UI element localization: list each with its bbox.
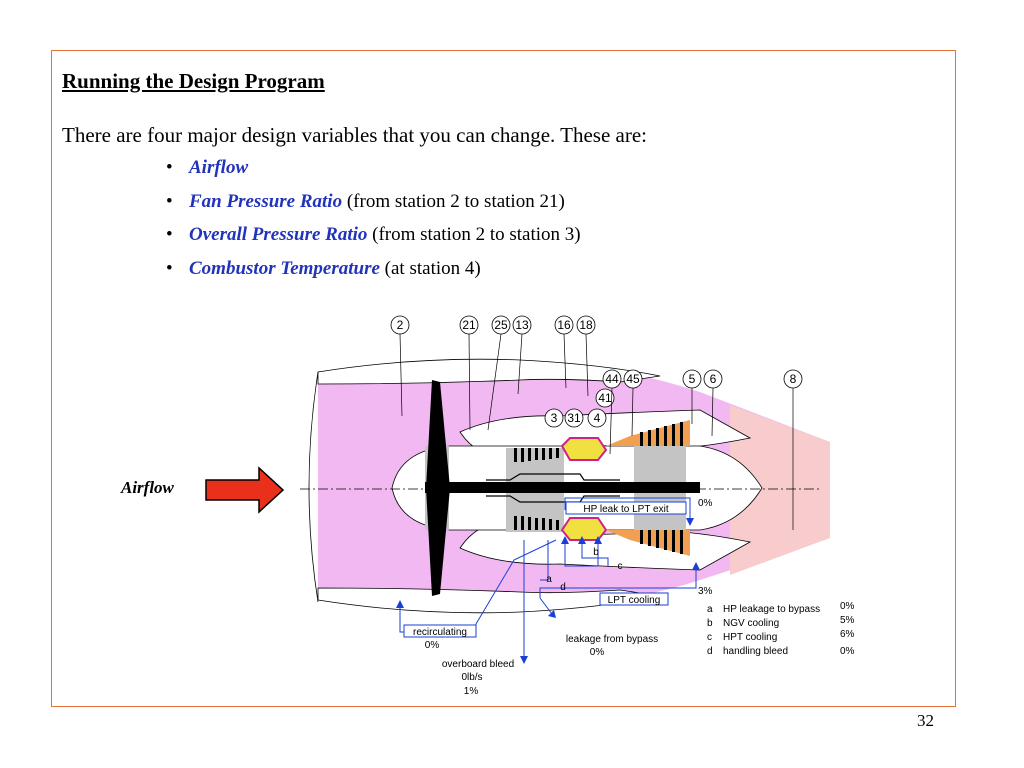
recirculating-label: recirculating [413, 627, 467, 638]
airflow-arrow-icon [205, 466, 285, 514]
legend-value: 0% [840, 646, 855, 657]
overboard-label: overboard bleed [442, 659, 514, 670]
bullet-dot: • [166, 157, 173, 178]
legend-value: 0% [840, 601, 855, 612]
inner-shaft-top [486, 473, 620, 481]
legend-label: HP leakage to bypass [723, 604, 820, 615]
slide-frame [51, 50, 956, 707]
station-label: 21 [462, 318, 476, 332]
variable-note: (from station 2 to station 21) [342, 190, 565, 212]
exhaust-plume [730, 405, 830, 575]
list-item: • Fan Pressure Ratio (from station 2 to s… [166, 191, 581, 225]
annotation-lines [399, 497, 697, 660]
hp-leak-label: HP leak to LPT exit [583, 504, 668, 515]
station-label: 3 [551, 411, 558, 425]
bypass-leak-label: leakage from bypass [566, 634, 658, 645]
legend-label: handling bleed [723, 646, 788, 657]
station-leaders [399, 333, 794, 530]
nacelle-inlet-lip [308, 371, 319, 603]
point-b-label: b [593, 547, 599, 558]
lpt-blades-top [640, 422, 683, 446]
variable-term: Combustor Temperature [189, 257, 380, 279]
bleed-legend: a HP leakage to bypass 0% b NGV cooling … [707, 601, 855, 657]
lpt-blades-bottom [640, 530, 683, 554]
inner-shaft-bottom [486, 495, 620, 503]
bullet-dot: • [166, 224, 173, 245]
variable-term: Airflow [189, 157, 249, 178]
list-item: • Overall Pressure Ratio (from station 2 … [166, 224, 581, 258]
station-label: 25 [494, 318, 508, 332]
list-item: • Airflow [166, 157, 581, 191]
legend-key: d [707, 646, 713, 657]
recirculating-box [403, 624, 477, 638]
bullet-dot: • [166, 257, 173, 279]
point-d-label: d [560, 582, 566, 593]
legend-label: NGV cooling [723, 618, 779, 629]
variable-list: • Airflow • Fan Pressure Ratio (from stati… [166, 157, 581, 291]
station-label: 5 [689, 372, 696, 386]
station-label: 18 [579, 318, 593, 332]
variable-note: (at station 4) [379, 257, 481, 279]
legend-key: b [707, 618, 713, 629]
station-label: 41 [598, 391, 612, 405]
station-label: 31 [567, 411, 581, 425]
hpc-blades-top [514, 448, 559, 462]
variable-term: Fan Pressure Ratio [189, 190, 343, 212]
legend-value: 5% [840, 615, 855, 626]
station-label: 45 [626, 372, 640, 386]
slide-heading: Running the Design Program [62, 69, 325, 93]
hp-leak-pct: 0% [698, 498, 713, 509]
list-item: • Combustor Temperature (at station 4) [166, 258, 581, 292]
bypass-leak-pct: 0% [590, 647, 605, 658]
page-number: 32 [917, 711, 934, 730]
station-label: 2 [397, 318, 404, 332]
annotation-arrowheads [396, 518, 700, 664]
point-a-label: a [546, 574, 552, 585]
overboard-flow: 0lb/s [461, 672, 482, 683]
legend-key: c [707, 632, 712, 643]
airflow-label: Airflow [121, 478, 174, 497]
legend-key: a [707, 604, 713, 615]
point-c-label: c [618, 561, 623, 572]
station-label: 8 [790, 372, 797, 386]
station-label: 13 [515, 318, 529, 332]
station-label: 44 [605, 372, 619, 386]
legend-value: 6% [840, 629, 855, 640]
intro-text: There are four major design variables th… [62, 123, 648, 147]
combustor-top [560, 437, 608, 461]
lpt-cooling-pct: 3% [698, 586, 713, 597]
station-label: 4 [594, 411, 601, 425]
combustor-bottom [560, 517, 608, 541]
station-label: 16 [557, 318, 571, 332]
legend-label: HPT cooling [723, 632, 777, 643]
recirculating-pct: 0% [425, 640, 440, 651]
lpt-cooling-label: LPT cooling [608, 595, 661, 606]
bullet-dot: • [166, 190, 173, 212]
station-labels: 2 21 25 13 16 18 44 45 41 3 31 4 5 6 8 [397, 318, 797, 425]
overboard-pct: 1% [464, 686, 479, 697]
variable-note: (from station 2 to station 3) [367, 224, 581, 245]
lpt-cooling-box [599, 592, 669, 606]
station-label: 6 [710, 372, 717, 386]
main-shaft [425, 482, 700, 493]
variable-term: Overall Pressure Ratio [189, 224, 368, 245]
hpc-blades-bottom [514, 516, 559, 530]
hp-leak-box [565, 501, 687, 515]
